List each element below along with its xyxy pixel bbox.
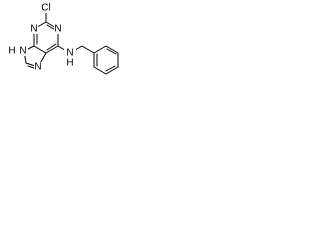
atom-n9: N [19, 46, 26, 57]
bond-c4-c5 [33, 45, 47, 54]
bond-c5-c6 [45, 45, 59, 54]
bond-ring-4 [105, 66, 119, 75]
atom-n3: N [30, 24, 37, 35]
bond-c5-c6-double [46, 43, 57, 51]
structure-diagram: Cl N N N H N N H [0, 0, 152, 98]
bond-ring-inner-1 [106, 48, 117, 55]
bond-ch2-ipso [81, 45, 95, 54]
atom-amine-nitrogen: N [66, 48, 73, 59]
atom-n1: N [54, 24, 61, 35]
molecule-drawing: Cl N N N H N N H [8, 3, 119, 75]
atom-chlorine: Cl [41, 3, 50, 14]
atom-n9-hydrogen: H [8, 46, 15, 57]
bond-ring-5 [93, 66, 107, 75]
atom-n7: N [34, 62, 41, 73]
bond-ring-1 [93, 45, 107, 54]
atom-amine-hydrogen: H [66, 58, 73, 69]
bond-ring-2 [105, 45, 119, 54]
bond-ring-inner-2 [105, 65, 116, 72]
